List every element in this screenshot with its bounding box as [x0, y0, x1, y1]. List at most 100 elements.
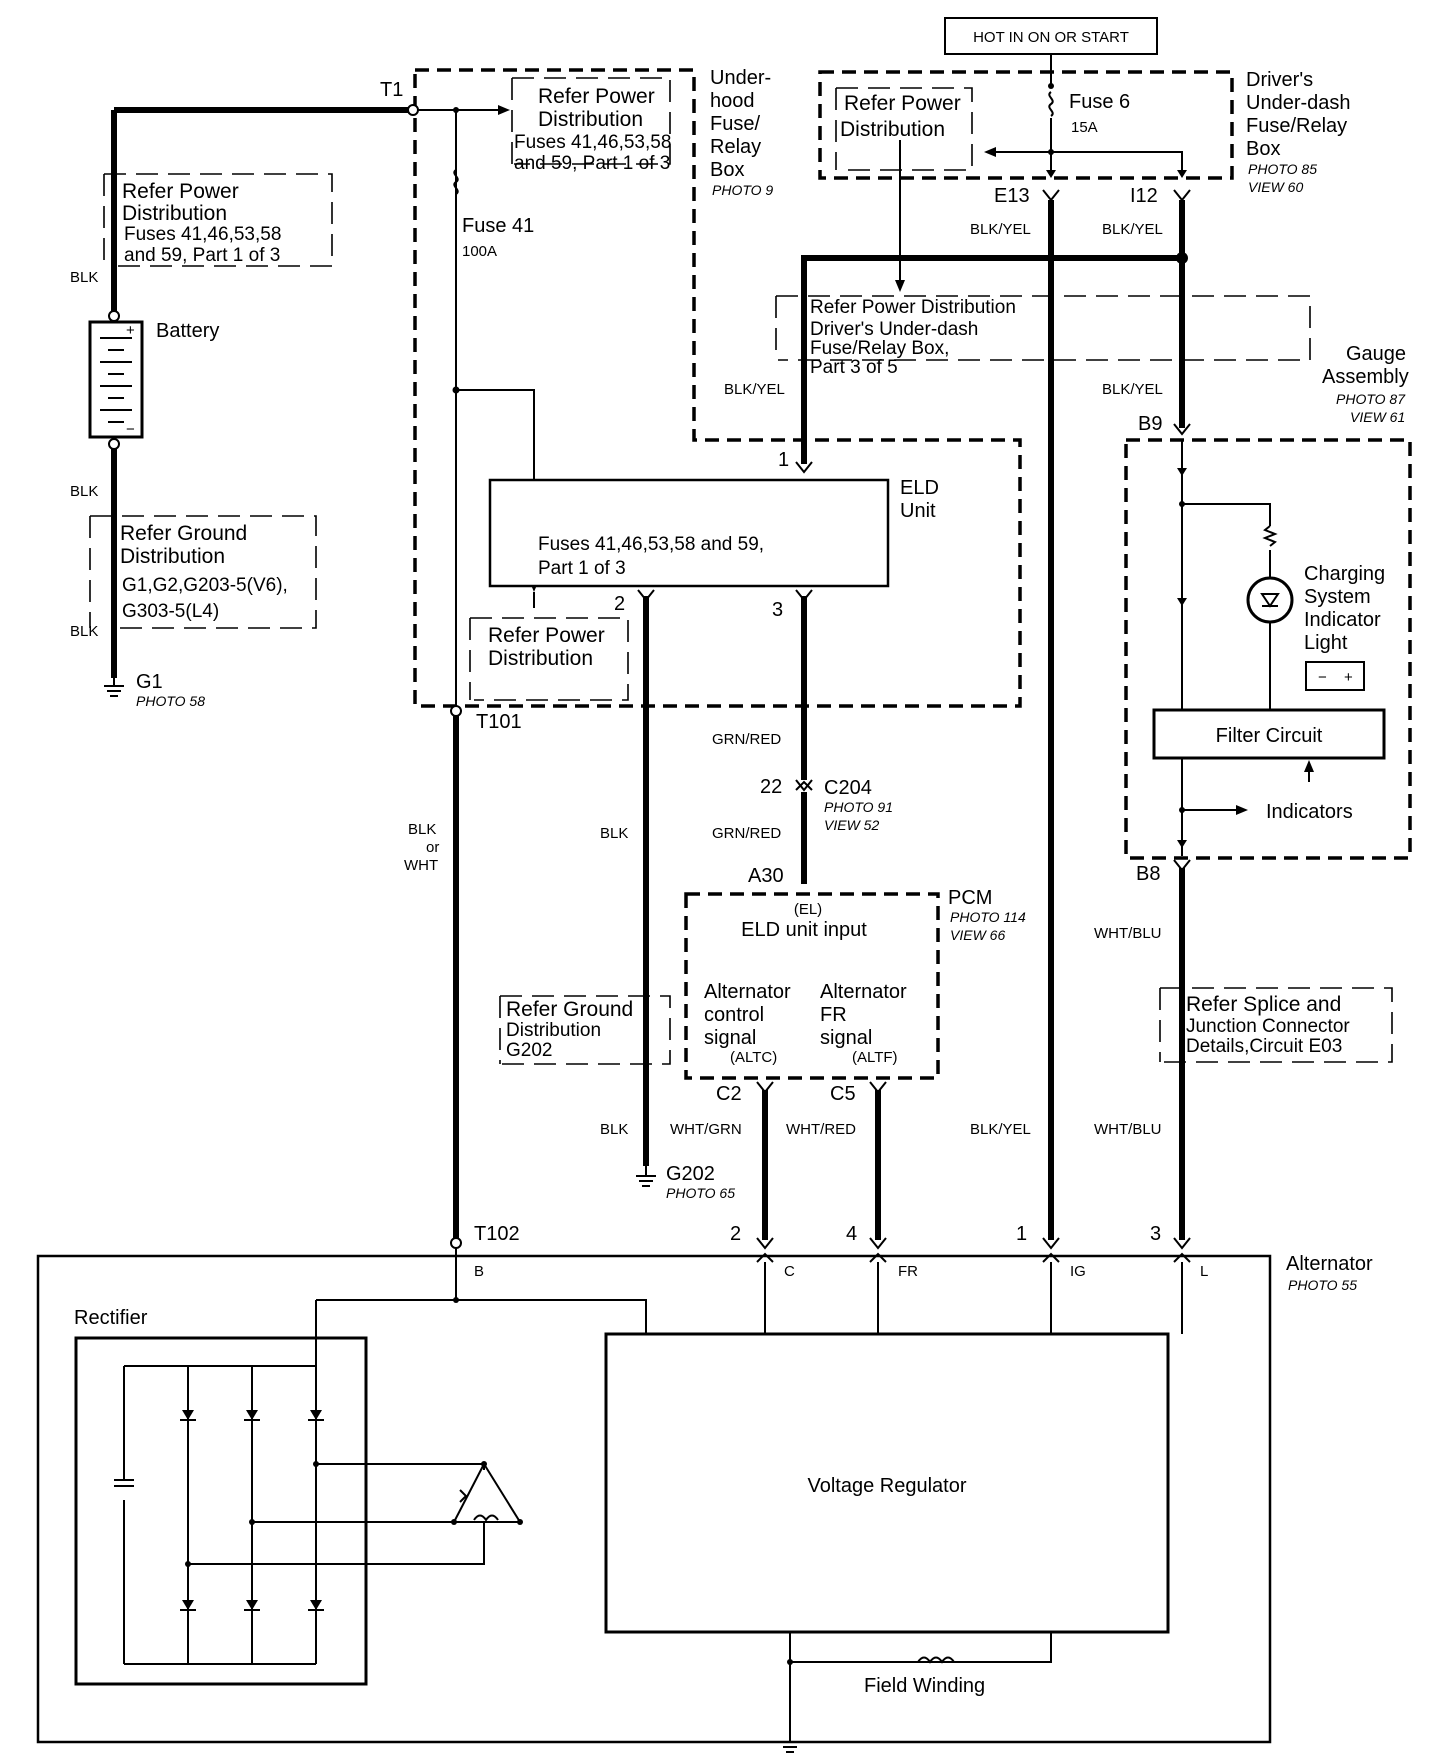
pcm-module: PCM PHOTO 114 VIEW 66 (EL) ELD unit inpu…: [684, 887, 1026, 1105]
eld-inner-1: Fuses 41,46,53,58 and 59,: [538, 534, 764, 555]
alt-pin1: 1: [1016, 1223, 1027, 1245]
db-ref-part3-3: Fuse/Relay Box,: [810, 338, 949, 359]
wire-wht-blu-2: WHT/BLU: [1094, 1121, 1162, 1138]
wire-wht-blu-1: WHT/BLU: [1094, 925, 1162, 942]
fuse-41-icon: [453, 169, 459, 195]
terminal-i12: I12: [1130, 185, 1158, 207]
uh-title-5: Box: [710, 159, 744, 181]
uh-title-2: hood: [710, 90, 755, 112]
db-title-3: Fuse/Relay: [1246, 115, 1347, 137]
eld-inner-2: Part 1 of 3: [538, 558, 626, 579]
wire-e13: BLK/YEL: [970, 221, 1031, 238]
gauge-pin-b8: B8: [1136, 863, 1160, 885]
c204-photo-2: VIEW 52: [824, 817, 879, 833]
terminal-t101: T101: [476, 711, 522, 733]
ground-g1-photo: PHOTO 58: [136, 693, 205, 709]
terminal-e13: E13: [994, 185, 1030, 207]
db-photo-1: PHOTO 85: [1248, 161, 1317, 177]
db-ref-part3-1: Refer Power Distribution: [810, 297, 1016, 318]
wire-g202: BLK: [600, 1121, 628, 1138]
gauge-photo-2: VIEW 61: [1350, 409, 1405, 425]
wire-grn-red-2: GRN/RED: [712, 825, 781, 842]
fuse-6-label: Fuse 6: [1069, 91, 1130, 113]
hot-label: HOT IN ON OR START: [973, 29, 1129, 46]
g202-ref-3: G202: [506, 1040, 552, 1061]
gauge-filter: Filter Circuit: [1216, 725, 1323, 747]
uh-title-3: Fuse/: [710, 113, 760, 135]
alt-rectifier: Rectifier: [74, 1307, 148, 1329]
db-title-1: Driver's: [1246, 69, 1313, 91]
alt-term-c: C: [784, 1263, 795, 1280]
alternator-ground-icon: [780, 1730, 800, 1753]
gauge-assembly: Gauge Assembly PHOTO 87 VIEW 61 B9 Charg…: [1124, 343, 1412, 885]
eld-unit: 1 ELD Unit Fuses 41,46,53,58 and 59, Par…: [488, 449, 939, 621]
gauge-light-3: Indicator: [1304, 609, 1381, 631]
db-ref-power-1: Refer Power: [844, 92, 961, 115]
uh-ref-power-2: Distribution: [538, 108, 643, 131]
field-winding-icon: [917, 1656, 955, 1664]
gauge-light-2: System: [1304, 586, 1371, 608]
alt-regulator: Voltage Regulator: [807, 1475, 966, 1497]
uh-ref-power-3: Fuses 41,46,53,58: [514, 132, 671, 153]
alt-t102: T102: [474, 1223, 520, 1245]
fuse-41-label: Fuse 41: [462, 215, 534, 237]
fuse-6-icon: [1048, 91, 1054, 117]
uh-title-4: Relay: [710, 136, 761, 158]
pcm-photo-2: VIEW 66: [950, 927, 1005, 943]
gauge-pin-b9: B9: [1138, 413, 1162, 435]
alt-field: Field Winding: [864, 1675, 985, 1697]
c204-pin: 22: [760, 776, 782, 798]
battery-ref-power-1: Refer Power: [122, 180, 239, 203]
ground-g1-icon: [104, 678, 124, 697]
gauge-light-1: Charging: [1304, 563, 1385, 585]
wire-eld-in: BLK/YEL: [724, 381, 785, 398]
charging-indicator-light-icon: [1246, 576, 1294, 624]
pcm-altc-2: control: [704, 1004, 764, 1026]
alt-pin3: 3: [1150, 1223, 1161, 1245]
gauge-splice-3: Details,Circuit E03: [1186, 1036, 1342, 1057]
driver-under-dash-box: Fuse 6 15A Refer Power Distribution Driv…: [775, 54, 1351, 378]
battery-ref-ground-3: G1,G2,G203-5(V6),: [122, 575, 288, 596]
battery-ref-ground-4: G303-5(L4): [122, 601, 219, 622]
db-photo-2: VIEW 60: [1248, 179, 1303, 195]
g202-ref-1: Refer Ground: [506, 998, 633, 1021]
wire-b-2: or: [426, 839, 439, 856]
db-title-2: Under-dash: [1246, 92, 1351, 114]
svg-text:−: −: [1318, 669, 1327, 686]
battery-icon: [88, 320, 144, 439]
gauge-splice-2: Junction Connector: [1186, 1016, 1350, 1037]
pcm-pin-c5: C5: [830, 1083, 856, 1105]
uh-ref-lower-2: Distribution: [488, 647, 593, 670]
fuse-41-rating: 100A: [462, 243, 497, 260]
battery-ref-power-4: and 59, Part 1 of 3: [124, 245, 280, 266]
pcm-eld-input: ELD unit input: [741, 919, 867, 941]
alt-term-l: L: [1200, 1263, 1208, 1280]
fuse-6-rating: 15A: [1071, 119, 1098, 136]
pcm-pin-c2: C2: [716, 1083, 742, 1105]
c204-label: C204: [824, 777, 872, 799]
eld-pin1: 1: [778, 449, 789, 471]
db-ref-power-2: Distribution: [840, 118, 945, 141]
alt-term-ig: IG: [1070, 1263, 1086, 1280]
terminal-t1: T1: [380, 79, 403, 101]
wire-eld-pin2: BLK: [600, 825, 628, 842]
pcm-altc-4: (ALTC): [730, 1049, 777, 1066]
c204-photo-1: PHOTO 91: [824, 799, 893, 815]
ground-g1-label: G1: [136, 671, 163, 693]
gauge-light-4: Light: [1304, 632, 1348, 654]
battery-symbol-icon: [1305, 661, 1365, 691]
alt-term-b: B: [474, 1263, 484, 1280]
db-title-4: Box: [1246, 138, 1280, 160]
alt-photo: PHOTO 55: [1288, 1277, 1357, 1293]
uh-title-1: Under-: [710, 67, 771, 89]
gauge-indicators: Indicators: [1266, 801, 1353, 823]
uh-photo: PHOTO 9: [712, 182, 773, 198]
ground-g202-photo: PHOTO 65: [666, 1185, 735, 1201]
svg-text:−: −: [126, 421, 135, 438]
gauge-photo-1: PHOTO 87: [1336, 391, 1406, 407]
wire-b-1: BLK: [408, 821, 436, 838]
wire-b-3: WHT: [404, 857, 438, 874]
eld-pin3: 3: [772, 599, 783, 621]
battery-ref-ground-2: Distribution: [120, 545, 225, 568]
